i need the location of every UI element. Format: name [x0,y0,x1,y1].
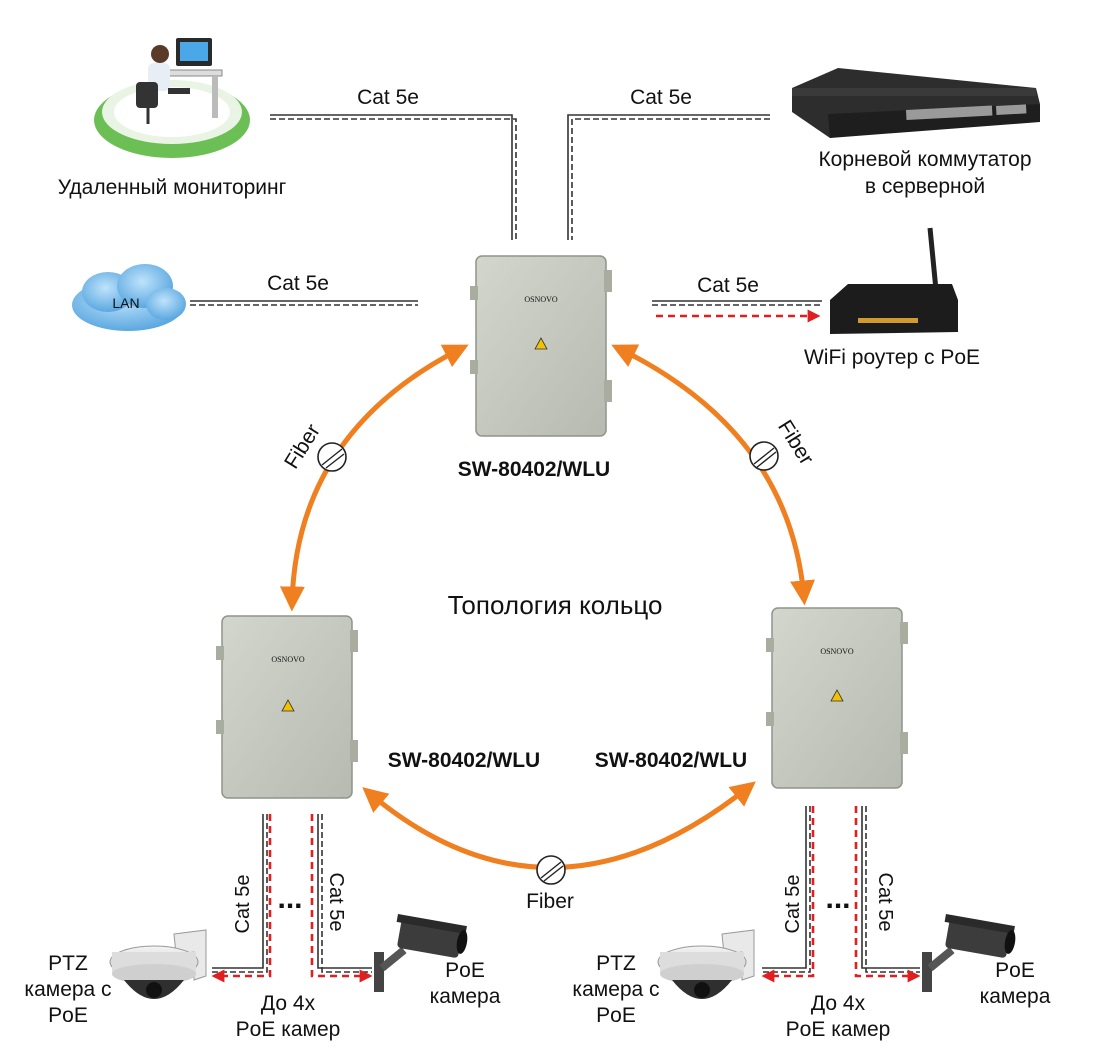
model-label-right: SW-80402/WLU [595,749,747,772]
cable-label-right-a: Cat 5e [782,875,804,934]
ptz-label-line2: камера с [572,978,659,1001]
fiber-connector-icon [749,441,779,471]
switch-top: OSNOVO SW-80402/WLU [458,255,612,481]
bullet-camera-icon [922,913,1016,992]
upto-label-line2: PoE камер [236,1018,341,1041]
more-cameras-ellipsis: ... [825,882,850,915]
cable-label-left-b: Cat 5e [325,873,347,932]
upto-label-line1: До 4х [261,992,316,1015]
fiber-link-right [611,344,815,606]
model-label-top: SW-80402/WLU [458,458,610,481]
root-switch-label-line1: Корневой коммутатор [818,148,1031,171]
cable-label-top-left: Cat 5e [357,86,419,109]
wifi-router: Cat 5e WiFi роутер с PoE [652,227,980,369]
remote-monitoring: Удаленный мониторинг [58,38,287,199]
cable-root-switch-to-switch: Cat 5e [567,86,770,240]
brand-label: OSNOVO [820,647,854,656]
ptz-label-line3: PoE [596,1004,636,1027]
lan-cloud-icon [72,264,186,331]
cable-monitoring-to-switch: Cat 5e [270,86,517,240]
switch-left: OSNOVO SW-80402/WLU [216,615,540,799]
fiber-connector-icon [536,855,566,885]
cable-label-router: Cat 5e [697,274,759,297]
ptz-label-line1: PTZ [48,952,88,975]
enclosure-icon [766,607,908,789]
fiber-link-left [279,344,469,612]
wifi-router-icon [830,227,958,334]
bullet-camera-icon [374,914,468,992]
root-switch-label-line2: в серверной [865,175,985,198]
camera-group-right: Cat 5e Cat 5e ... PTZ камера с PoE PoE к… [572,806,1051,1041]
fiber-link-bottom [362,781,756,870]
camera-group-left: Cat 5e Cat 5e ... PTZ камера с PoE PoE к… [24,814,501,1041]
router-label: WiFi роутер с PoE [804,346,980,369]
brand-label: OSNOVO [271,655,305,664]
monitoring-label: Удаленный мониторинг [58,176,287,199]
ptz-label-line1: PTZ [596,952,636,975]
cable-label-right-b: Cat 5e [874,873,896,932]
fiber-connector-icon [317,442,347,472]
poe-camera-label-line2: камера [430,985,501,1008]
upto-label-line2: PoE камер [786,1018,891,1041]
poe-camera-label-line1: PoE [995,959,1035,982]
upto-label-line1: До 4х [811,992,866,1015]
fiber-label-bottom: Fiber [526,890,574,913]
monitoring-workstation-icon [94,38,250,158]
lan-cloud-text: LAN [112,295,139,311]
cable-label-top-right: Cat 5e [630,86,692,109]
switch-right: OSNOVO SW-80402/WLU [595,607,908,789]
diagram-title: Топология кольцо [448,590,663,620]
fiber-label-right: Fiber [773,416,818,469]
ptz-camera-icon [657,929,755,999]
ptz-label-line3: PoE [48,1004,88,1027]
enclosure-icon [216,615,358,799]
model-label-left: SW-80402/WLU [388,749,540,772]
ptz-camera-icon [109,929,207,999]
root-switch-icon [792,68,1040,138]
poe-camera-label-line1: PoE [445,959,485,982]
cable-label-lan: Cat 5e [267,272,329,295]
lan-network: LAN Cat 5e [72,264,418,331]
poe-camera-label-line2: камера [980,985,1051,1008]
fiber-label-left: Fiber [280,420,325,473]
brand-label: OSNOVO [524,295,558,304]
root-switch: Корневой коммутатор в серверной [792,68,1040,198]
ptz-label-line2: камера с [24,978,111,1001]
cable-label-left-a: Cat 5e [232,875,254,934]
more-cameras-ellipsis: ... [277,882,302,915]
enclosure-icon [470,255,612,437]
